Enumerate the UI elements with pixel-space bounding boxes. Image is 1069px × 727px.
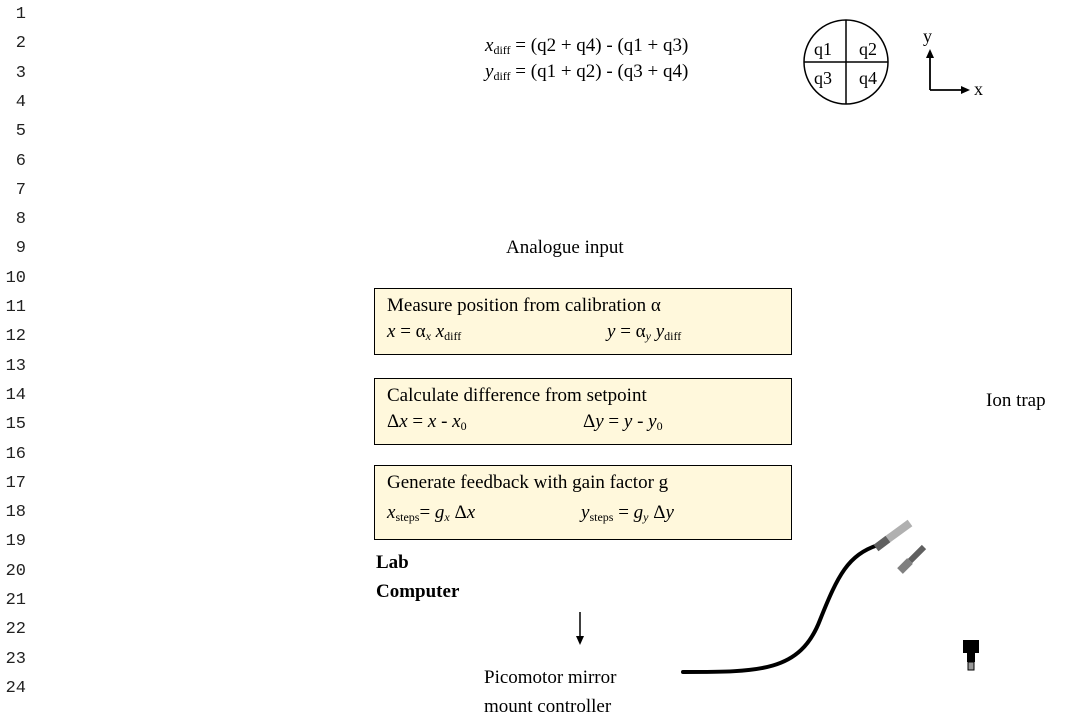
ydiff-sub: diff — [493, 69, 511, 83]
photodetector — [963, 640, 979, 671]
generate-feedback-box: Generate feedback with gain factor g xst… — [374, 465, 792, 540]
calculate-difference-box: Calculate difference from setpoint Δx = … — [374, 378, 792, 445]
line-number: 2 — [15, 34, 26, 54]
line-number: 10 — [5, 268, 26, 288]
ydiff-equation: ydiff = (q1 + q2) - (q3 + q4) — [485, 60, 688, 84]
measure-box-formulas: x = αx xdiff y = αy ydiff — [387, 319, 791, 345]
y-axis-arrowhead — [926, 49, 934, 58]
xdiff-var: x — [485, 35, 494, 56]
xdiff-sub: diff — [493, 43, 511, 57]
line-number: 9 — [15, 239, 26, 259]
calculate-box-title: Calculate difference from setpoint — [387, 385, 647, 406]
measure-y-formula: y = αy ydiff — [607, 321, 682, 343]
picomotor-label-line1: Picomotor mirror — [484, 667, 617, 688]
photodetector-base — [967, 661, 975, 671]
quadrant-q3: q3 — [814, 68, 832, 88]
lab-computer-label-line1: Lab — [376, 552, 409, 573]
x-axis-label: x — [974, 79, 983, 99]
line-number: 18 — [5, 503, 26, 523]
feedback-x-formula: xsteps= gx Δx — [387, 502, 476, 524]
collimator-body — [897, 558, 913, 574]
collimator — [897, 544, 927, 574]
line-number: 3 — [15, 63, 26, 83]
line-number: 14 — [5, 385, 26, 405]
calculate-y-formula: Δy = y - y0 — [583, 411, 663, 433]
line-number: 20 — [5, 561, 26, 581]
line-number: 7 — [15, 180, 26, 200]
analogue-input-label: Analogue input — [506, 237, 624, 258]
line-number: 15 — [5, 415, 26, 435]
collimator-tip — [907, 544, 927, 564]
feedback-box-formulas: xsteps= gx Δx ysteps = gy Δy — [387, 500, 791, 526]
line-number: 17 — [5, 473, 26, 493]
fibre-tip — [885, 519, 913, 543]
ydiff-rhs: = (q1 + q2) - (q3 + q4) — [510, 61, 689, 82]
measure-x-formula: x = αx xdiff — [387, 321, 462, 343]
picomotor-label-line2: mount controller — [484, 696, 612, 717]
line-number: 19 — [5, 532, 26, 552]
xdiff-rhs: = (q2 + q4) - (q1 + q3) — [510, 35, 689, 56]
line-number: 5 — [15, 122, 26, 142]
feedback-y-formula: ysteps = gy Δy — [581, 502, 674, 524]
fibre-connector — [873, 535, 891, 552]
ion-trap-label: Ion trap — [986, 390, 1046, 411]
line-number: 4 — [15, 92, 26, 112]
calculate-box-formulas: Δx = x - x0 Δy = y - y0 — [387, 409, 791, 435]
line-number: 8 — [15, 210, 26, 230]
feedback-box-title: Generate feedback with gain factor g — [387, 472, 669, 493]
line-number: 13 — [5, 356, 26, 376]
line-number: 22 — [5, 620, 26, 640]
calculate-x-formula: Δx = x - x0 — [387, 411, 467, 433]
ydiff-var: y — [485, 61, 494, 82]
line-number: 21 — [5, 591, 26, 610]
photodetector-head — [963, 640, 979, 653]
measure-position-box: Measure position from calibration α x = … — [374, 288, 792, 355]
down-arrow — [576, 612, 584, 645]
x-axis-arrowhead — [961, 86, 970, 94]
photodetector-neck — [967, 653, 975, 662]
xdiff-equation: xdiff = (q2 + q4) - (q1 + q3) — [485, 34, 688, 58]
quadrant-q1: q1 — [814, 39, 832, 59]
line-number: 23 — [5, 649, 26, 669]
optical-fibre — [681, 519, 913, 674]
line-number: 12 — [5, 327, 26, 347]
quadrant-q4: q4 — [859, 68, 877, 88]
measure-box-title: Measure position from calibration α — [387, 295, 661, 316]
coordinate-axes: y x — [923, 26, 983, 99]
line-number: 11 — [5, 298, 26, 317]
fibre-cable — [681, 543, 880, 674]
lab-computer-label-line2: Computer — [376, 581, 460, 602]
quadrant-q2: q2 — [859, 39, 877, 59]
line-number: 24 — [5, 678, 26, 698]
quadrant-detector: q1 q2 q3 q4 — [803, 19, 889, 105]
y-axis-label: y — [923, 26, 932, 46]
line-number: 1 — [15, 5, 26, 24]
line-number: 6 — [15, 151, 26, 171]
line-number: 16 — [5, 444, 26, 464]
